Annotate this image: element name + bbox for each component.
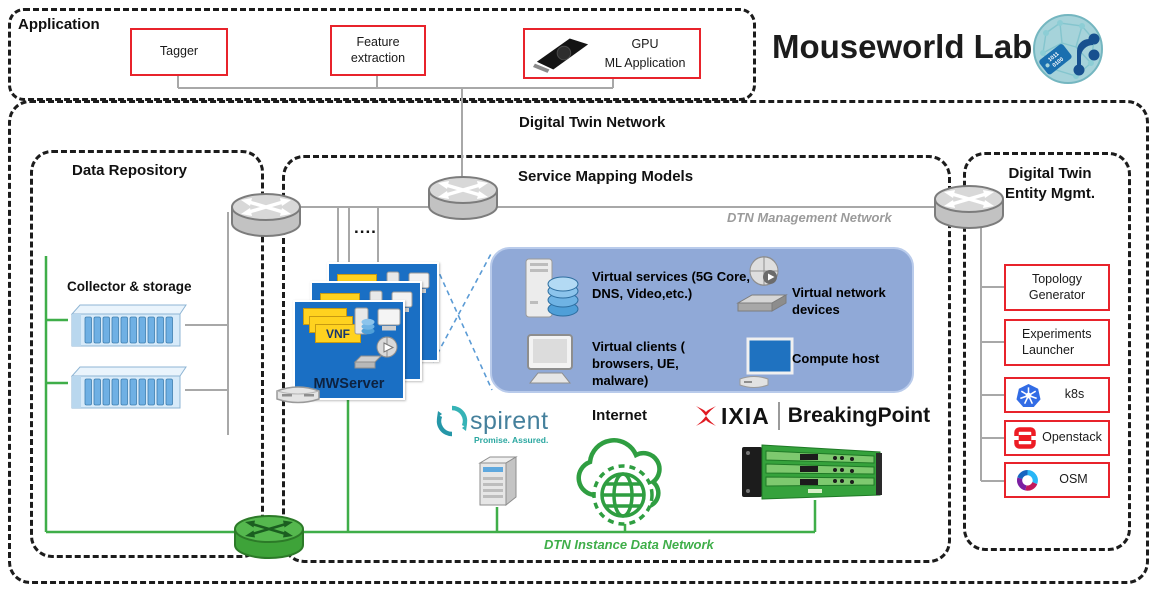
zoom-callout-lines xyxy=(432,251,493,391)
application-connectors xyxy=(177,75,614,180)
more-servers-ellipsis: .... xyxy=(354,218,377,237)
experiments-launcher-label: Experiments Launcher xyxy=(1022,326,1092,357)
mini-service-icons xyxy=(353,307,401,369)
openstack-logo-icon xyxy=(1014,427,1036,449)
logo-divider xyxy=(777,402,780,430)
gpu-label: GPU ML Application xyxy=(591,35,699,71)
k8s-label: k8s xyxy=(1064,387,1085,402)
entity-mgmt-router-icon xyxy=(934,185,1004,229)
mwserver-label: MWServer xyxy=(313,376,385,392)
gpu-label-line1: GPU xyxy=(631,37,659,52)
data-repository-title: Data Repository xyxy=(72,162,188,179)
virtual-services-icon xyxy=(525,258,579,318)
tagger-label: Tagger xyxy=(159,44,199,59)
entity-mgmt-title: Digital Twin Entity Mgmt. xyxy=(985,164,1115,205)
service-mapping-models-box xyxy=(282,155,951,563)
internet-label: Internet xyxy=(592,407,648,424)
gpu-card-icon xyxy=(533,38,589,73)
virtual-clients-icon xyxy=(527,334,573,384)
ixia-product: BreakingPoint xyxy=(787,404,931,427)
digital-twin-network-box xyxy=(8,100,1149,584)
data-repository-box xyxy=(30,150,264,558)
application-box xyxy=(8,8,756,101)
vnf-tag: VNF xyxy=(315,324,361,343)
collector-storage-label: Collector & storage xyxy=(67,279,192,294)
dtn-instance-data-network-label: DTN Instance Data Network xyxy=(544,537,714,552)
ixia-x-icon xyxy=(696,406,716,426)
ixia-breakingpoint-logo: IXIA BreakingPoint xyxy=(693,402,930,430)
lab-title: Mouseworld Lab xyxy=(772,28,1033,65)
spirent-name: spirent xyxy=(470,406,549,435)
kubernetes-logo-icon xyxy=(1016,383,1041,407)
gpu-ml-application-box: GPU ML Application xyxy=(523,28,701,79)
application-title: Application xyxy=(18,16,100,33)
entity-mgmt-title-line1: Digital Twin xyxy=(1008,165,1092,182)
feature-extraction-label: Feature extraction xyxy=(350,34,406,65)
gpu-label-line2: ML Application xyxy=(604,55,686,70)
spirent-tagline: Promise. Assured. xyxy=(474,435,549,445)
compute-host-icon xyxy=(739,337,794,388)
osm-label: OSM xyxy=(1059,472,1088,487)
instance-data-network-lines xyxy=(44,256,817,534)
breakingpoint-chassis-icon xyxy=(742,444,882,500)
storage-array-icon-1 xyxy=(70,304,187,347)
entity-mgmt-box xyxy=(963,152,1131,551)
storage-array-icon-2 xyxy=(70,366,187,409)
experiments-launcher-box: Experiments Launcher xyxy=(1004,319,1110,366)
virtual-services-label: Virtual services (5G Core, DNS, Video,et… xyxy=(592,269,751,301)
virtualization-panel: Virtual services (5G Core, DNS, Video,et… xyxy=(490,247,914,393)
instance-network-router-icon xyxy=(234,515,304,559)
service-mapping-models-title: Service Mapping Models xyxy=(518,168,694,185)
openstack-label: Openstack xyxy=(1042,430,1102,445)
virtual-network-devices-icon xyxy=(736,256,788,312)
mwserver-box-front: VNF MWServer xyxy=(293,300,405,400)
openstack-box: Openstack xyxy=(1004,420,1110,456)
topology-generator-box: Topology Generator xyxy=(1004,264,1110,311)
entity-mgmt-title-line2: Entity Mgmt. xyxy=(1005,185,1095,203)
spirent-circle-icon xyxy=(436,405,468,437)
virtual-network-devices-label: Virtual network devices xyxy=(792,285,886,317)
osm-box: OSM xyxy=(1004,462,1110,498)
internet-cloud-icon xyxy=(576,438,662,526)
mouseworld-lab-logo-icon: 1011 0100 xyxy=(1033,14,1103,84)
tagger-box: Tagger xyxy=(130,28,228,76)
data-repository-router-icon xyxy=(231,193,301,237)
digital-twin-network-title: Digital Twin Network xyxy=(519,114,666,131)
spirent-logo: spirent xyxy=(436,405,549,437)
k8s-box: k8s xyxy=(1004,377,1110,413)
ixia-brand: IXIA xyxy=(721,402,770,429)
osm-logo-icon xyxy=(1017,469,1038,491)
virtual-clients-label: Virtual clients ( browsers, UE, malware) xyxy=(592,339,685,388)
disk-appliance-icon xyxy=(276,386,320,404)
data-tag-icon: 1011 0100 xyxy=(1039,44,1072,75)
feature-extraction-box: Feature extraction xyxy=(330,25,426,76)
dtn-management-network-label: DTN Management Network xyxy=(727,210,892,225)
spirent-server-icon xyxy=(478,456,518,507)
topology-generator-label: Topology Generator xyxy=(1028,271,1086,302)
core-router-icon xyxy=(428,176,498,220)
compute-host-label: Compute host xyxy=(792,351,880,366)
vnf-label: VNF xyxy=(326,326,350,341)
